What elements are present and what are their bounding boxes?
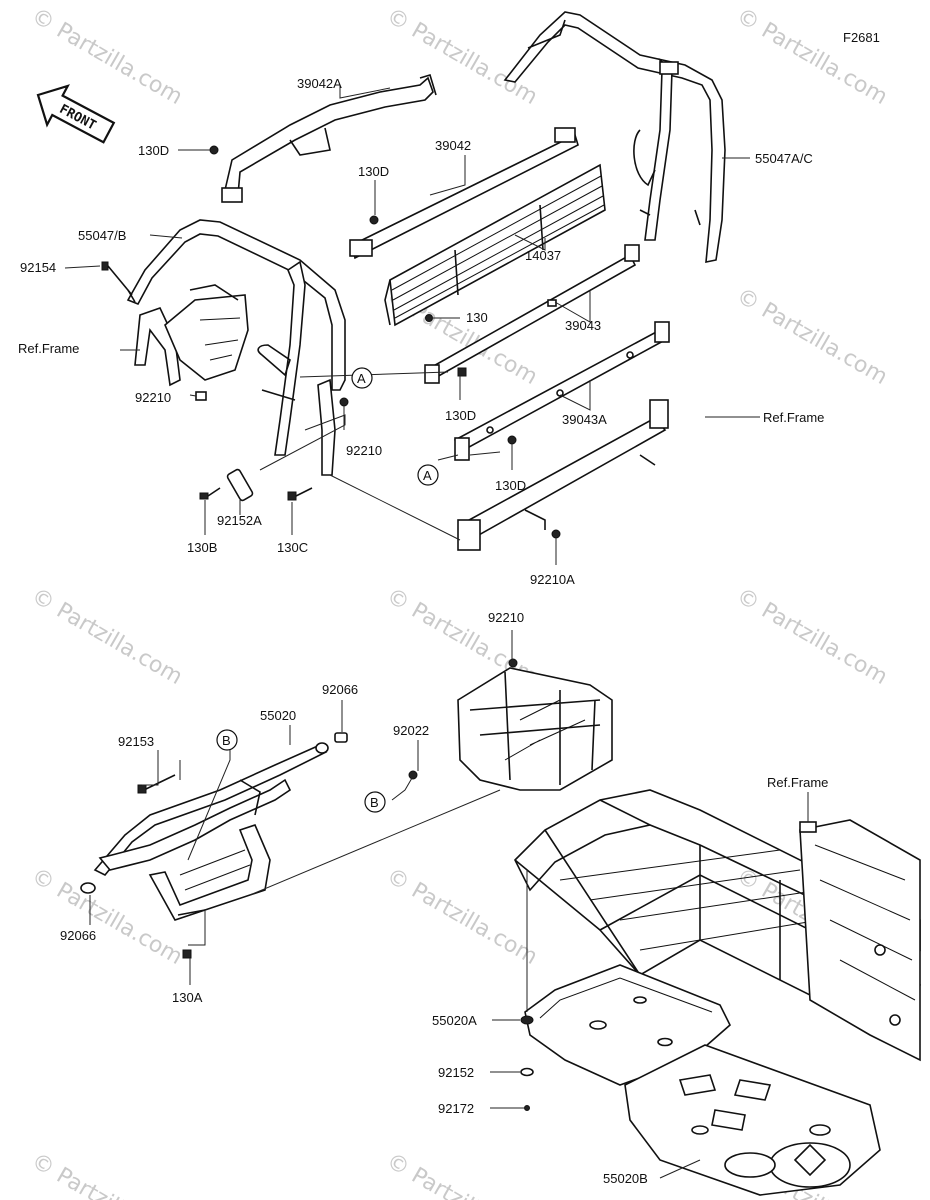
part-label: 92022 bbox=[393, 723, 429, 738]
bumper-guard bbox=[148, 824, 271, 921]
part-label: 55020A bbox=[432, 1013, 477, 1028]
callout-b-label: B bbox=[222, 733, 231, 748]
clip-icon bbox=[524, 1105, 530, 1111]
grommet-icon bbox=[520, 1015, 534, 1025]
part-label: 55047/B bbox=[78, 228, 126, 243]
main-frame bbox=[457, 658, 921, 1062]
rear-rops-post bbox=[644, 57, 673, 241]
callout-b-label: B bbox=[370, 795, 379, 810]
nut-icon bbox=[209, 145, 219, 155]
callout-a-label: A bbox=[357, 371, 366, 386]
part-label: 92066 bbox=[60, 928, 96, 943]
part-label: 39042A bbox=[297, 76, 342, 91]
part-label: 130D bbox=[138, 143, 169, 158]
watermark: © Partzilla.com bbox=[27, 1149, 187, 1200]
part-label: 14037 bbox=[525, 248, 561, 263]
part-labels: 39042A 130D 39042 130D 55047A/C 55047/B … bbox=[18, 76, 828, 1186]
part-label: 92152 bbox=[438, 1065, 474, 1080]
leader-lines-top bbox=[64, 85, 760, 565]
part-label: 130C bbox=[277, 540, 308, 555]
bolt-icon bbox=[101, 261, 136, 303]
watermark: © Partzilla.com bbox=[732, 284, 892, 391]
end-cap-icon bbox=[80, 882, 96, 894]
part-label: 92152A bbox=[217, 513, 262, 528]
washer-icon bbox=[520, 1067, 534, 1077]
front-upper-bar bbox=[224, 76, 434, 197]
lower-bumper-tube bbox=[98, 778, 292, 871]
watermark: © Partzilla.com bbox=[732, 4, 892, 111]
part-label: Ref.Frame bbox=[763, 410, 824, 425]
front-cage bbox=[457, 667, 613, 791]
part-label: 130 bbox=[466, 310, 488, 325]
part-label: 92210 bbox=[488, 610, 524, 625]
watermark: © Partzilla.com bbox=[382, 1149, 542, 1200]
watermark: © Partzilla.com bbox=[732, 584, 892, 691]
watermark: © Partzilla.com bbox=[382, 864, 542, 971]
front-rops-hoop bbox=[126, 219, 346, 391]
nut-icon bbox=[425, 314, 433, 322]
washer-icon bbox=[408, 770, 418, 780]
part-label: 39042 bbox=[435, 138, 471, 153]
bolt-icon bbox=[137, 774, 176, 794]
part-label: 130B bbox=[187, 540, 217, 555]
part-label: 130D bbox=[495, 478, 526, 493]
part-label: 39043A bbox=[562, 412, 607, 427]
frame-rail bbox=[458, 416, 667, 542]
part-label: Ref.Frame bbox=[767, 775, 828, 790]
nut-icon bbox=[507, 435, 517, 445]
nut-icon bbox=[339, 397, 349, 407]
part-label: Ref.Frame bbox=[18, 341, 79, 356]
part-label: 55020 bbox=[260, 708, 296, 723]
nut-icon bbox=[508, 658, 518, 668]
part-label: 92172 bbox=[438, 1101, 474, 1116]
callout-b-top: B bbox=[216, 729, 238, 751]
mesh-panel bbox=[389, 163, 606, 327]
nut-icon bbox=[182, 949, 192, 959]
bar-bracket bbox=[221, 187, 243, 203]
frame-rear bbox=[799, 819, 921, 1062]
part-label: 130A bbox=[172, 990, 203, 1005]
part-label: 92210A bbox=[530, 572, 575, 587]
bolt-icon bbox=[199, 487, 221, 500]
part-label: 92210 bbox=[346, 443, 382, 458]
callout-a-bottom: A bbox=[417, 464, 439, 486]
part-label: 92154 bbox=[20, 260, 56, 275]
nut-icon bbox=[457, 367, 467, 377]
front-arrow-icon: FRONT bbox=[36, 84, 116, 144]
front-skid-plate bbox=[524, 964, 731, 1086]
front-rops-post bbox=[274, 260, 306, 456]
callout-a-label: A bbox=[423, 468, 432, 483]
part-label: 92210 bbox=[135, 390, 171, 405]
part-label: 39043 bbox=[565, 318, 601, 333]
callout-a-top: A bbox=[351, 367, 373, 389]
part-label: 92066 bbox=[322, 682, 358, 697]
skid-plates bbox=[520, 964, 881, 1196]
bolt-icon bbox=[287, 487, 313, 501]
callout-b-bottom: B bbox=[364, 791, 386, 813]
nut-icon bbox=[369, 215, 379, 225]
part-label: 55047A/C bbox=[755, 151, 813, 166]
rops-assembly bbox=[101, 11, 726, 551]
part-label: 130D bbox=[358, 164, 389, 179]
collar-icon bbox=[226, 468, 254, 502]
part-label: 130D bbox=[445, 408, 476, 423]
part-label: 92153 bbox=[118, 734, 154, 749]
leader-lines-bottom bbox=[89, 630, 809, 1179]
bumper-assembly bbox=[80, 732, 418, 959]
watermark: © Partzilla.com bbox=[27, 584, 187, 691]
nut-icon bbox=[551, 529, 561, 539]
part-label: 55020B bbox=[603, 1171, 648, 1186]
end-cap-icon bbox=[334, 732, 348, 743]
figure-code: F2681 bbox=[843, 30, 880, 45]
